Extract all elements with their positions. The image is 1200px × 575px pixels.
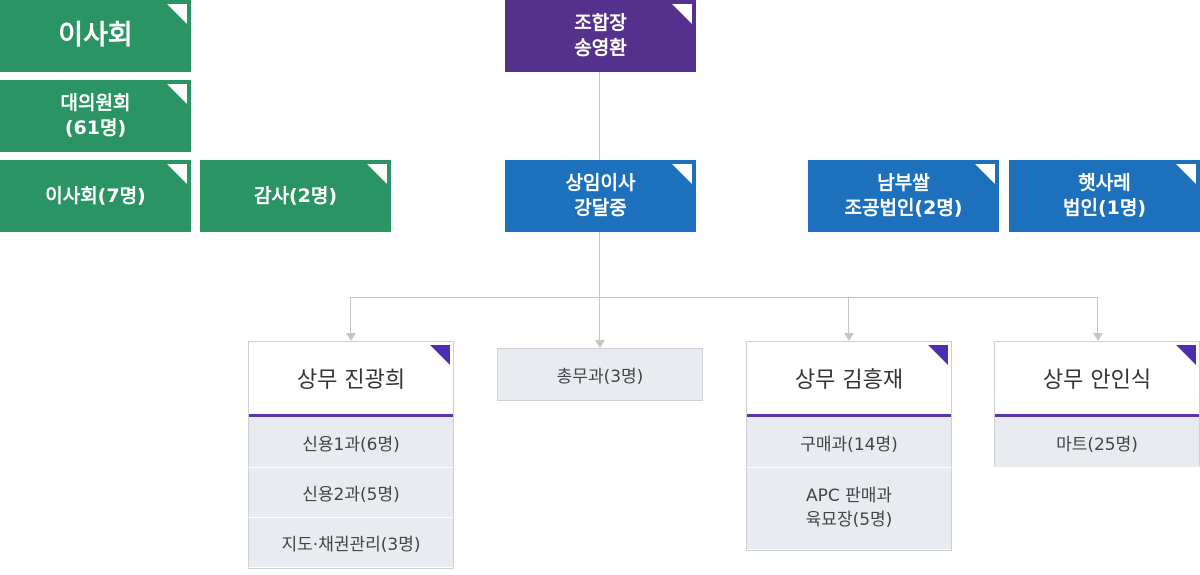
affiliate-namboo-line2: 조공법인(2명) [844,197,963,219]
affiliate-namboo-box[interactable]: 남부쌀 조공법인(2명) [808,160,999,232]
department-jin-units: 신용1과(6명) 신용2과(5명) 지도·채권관리(3명) [249,417,453,567]
department-kim-units: 구매과(14명) APC 판매과 육묘장(5명) [747,417,951,549]
president-name: 송영환 [574,37,627,59]
auditors-label: 감사(2명) [253,184,338,207]
connector-drop-ahn [1097,297,1098,334]
directors-label: 이사회(7명) [45,184,146,207]
connector-drop-general-affairs [599,297,600,341]
unit-mart[interactable]: 마트(25명) [1056,434,1138,455]
corner-marker [672,4,692,24]
board-box[interactable]: 이사회 [0,0,191,72]
connector-drop-kim [848,297,849,334]
affiliate-haetsare-line1: 햇사레 [1078,172,1131,195]
unit-credit-1[interactable]: 신용1과(6명) [302,434,400,455]
unit-nursery: 육묘장(5명) [805,509,893,530]
corner-marker [672,164,692,184]
affiliate-haetsare-box[interactable]: 햇사레 법인(1명) [1009,160,1200,232]
corner-marker [167,4,187,24]
president-box[interactable]: 조합장 송영환 [505,0,696,72]
unit-general-affairs[interactable]: 총무과(3명) [497,348,703,401]
unit-apc-sales-nursery[interactable]: APC 판매과 육묘장(5명) [747,467,951,549]
affiliate-haetsare-line2: 법인(1명) [1062,197,1147,219]
board-title: 이사회 [58,20,133,52]
unit-purchasing[interactable]: 구매과(14명) [800,434,898,455]
connector-drop-jin [350,297,351,334]
connector-horizontal-branch [350,297,1098,298]
unit-guidance-bonds[interactable]: 지도·채권관리(3명) [249,517,453,567]
connector-executive-to-branch [599,232,600,298]
department-kim-title: 상무 김흥재 [794,368,904,393]
executive-director-name: 강달중 [574,197,627,219]
connector-president-to-executive [599,72,600,160]
executive-director-box[interactable]: 상임이사 강달중 [505,160,696,232]
corner-marker [430,345,450,365]
corner-marker [1176,164,1196,184]
corner-marker [167,84,187,104]
corner-marker [167,164,187,184]
arrow-kim [844,333,854,341]
directors-box[interactable]: 이사회(7명) [0,160,191,232]
corner-marker [367,164,387,184]
corner-marker [928,345,948,365]
arrow-jin [346,333,356,341]
department-jin-title: 상무 진광희 [296,368,406,393]
committee-count: (61명) [64,117,127,139]
department-kim-header: 상무 김흥재 [747,342,951,417]
affiliate-namboo-line1: 남부쌀 [877,172,930,195]
committee-name: 대의원회 [60,92,131,115]
department-ahn-units: 마트(25명) [995,417,1199,467]
corner-marker [1176,345,1196,365]
auditors-box[interactable]: 감사(2명) [200,160,391,232]
executive-director-title: 상임이사 [565,172,636,195]
corner-marker [975,164,995,184]
president-title: 조합장 [574,12,627,35]
department-jin-header: 상무 진광희 [249,342,453,417]
arrow-ahn [1093,333,1103,341]
department-ahn-title: 상무 안인식 [1042,368,1152,393]
unit-apc-sales: APC 판매과 [805,485,893,506]
department-ahn-header: 상무 안인식 [995,342,1199,417]
department-ahn[interactable]: 상무 안인식 마트(25명) [994,341,1200,467]
committee-box[interactable]: 대의원회 (61명) [0,80,191,152]
unit-credit-2[interactable]: 신용2과(5명) [249,467,453,517]
department-kim[interactable]: 상무 김흥재 구매과(14명) APC 판매과 육묘장(5명) [746,341,952,551]
arrow-general-affairs [595,340,605,348]
department-jin[interactable]: 상무 진광희 신용1과(6명) 신용2과(5명) 지도·채권관리(3명) [248,341,454,569]
